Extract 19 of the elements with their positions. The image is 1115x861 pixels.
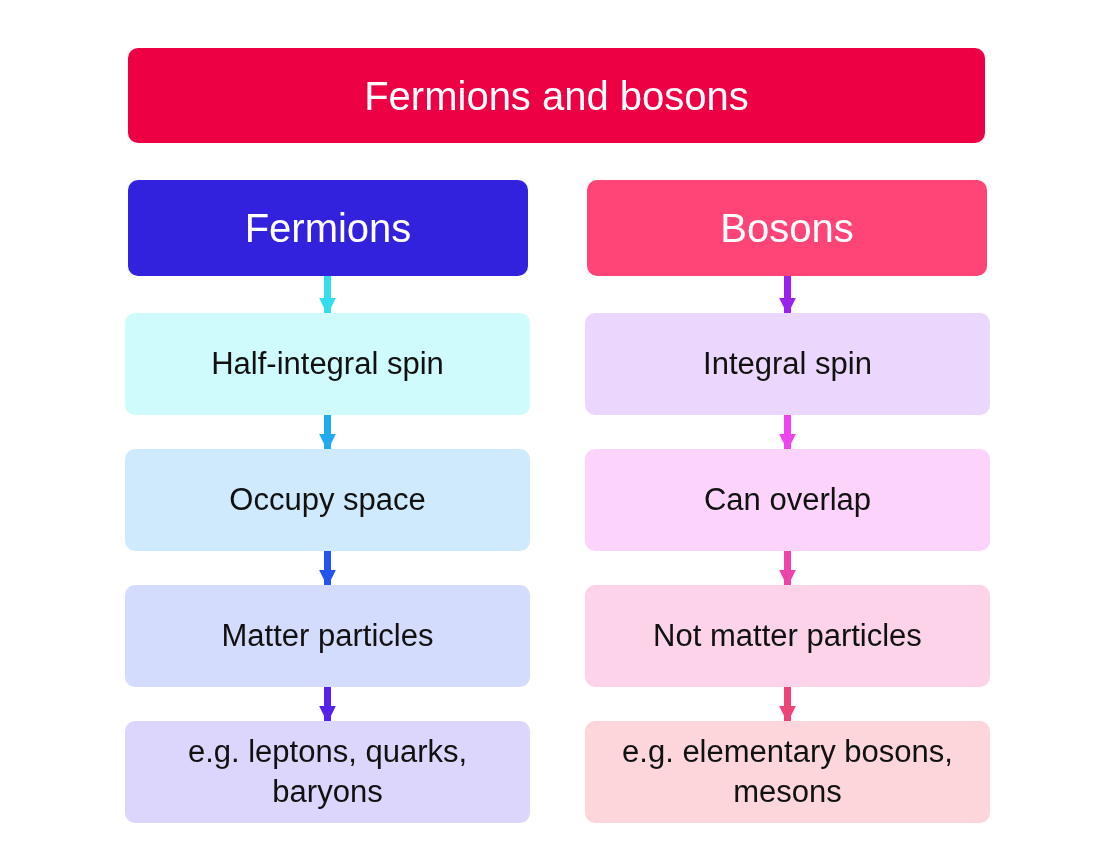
process-box: Occupy space (125, 449, 530, 551)
arrow (319, 687, 336, 723)
arrow (779, 415, 796, 451)
process-box: Matter particles (125, 585, 530, 687)
arrow (779, 687, 796, 723)
arrow (319, 415, 336, 451)
process-box: Can overlap (585, 449, 990, 551)
title-banner: Fermions and bosons (128, 48, 985, 143)
process-box: Integral spin (585, 313, 990, 415)
arrow (319, 551, 336, 587)
process-box: e.g. elementary bosons, mesons (585, 721, 990, 823)
arrow (779, 276, 796, 315)
arrow (779, 551, 796, 587)
category-header: Fermions (128, 180, 528, 276)
process-box: e.g. leptons, quarks, baryons (125, 721, 530, 823)
process-box: Not matter particles (585, 585, 990, 687)
arrow (319, 276, 336, 315)
category-header: Bosons (587, 180, 987, 276)
process-box: Half-integral spin (125, 313, 530, 415)
